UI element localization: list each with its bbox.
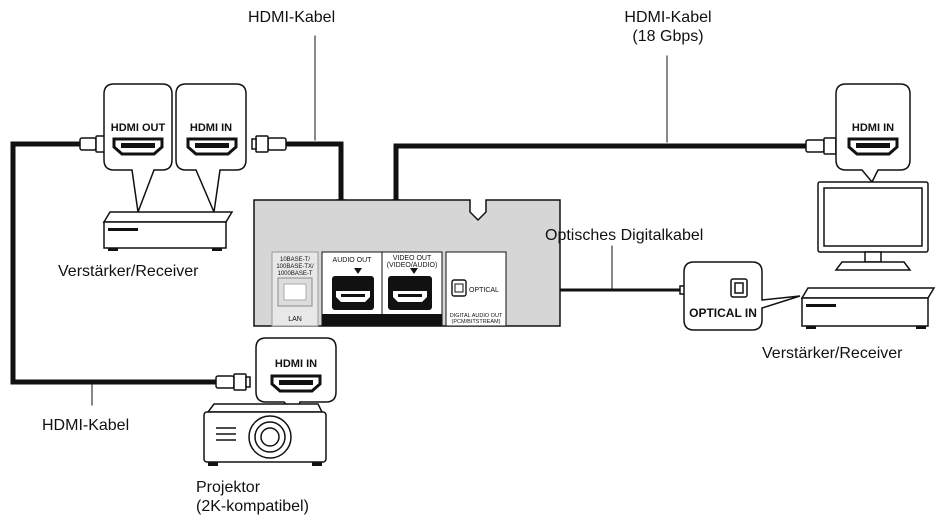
digital-audio-out-label-1: DIGITAL AUDIO OUT xyxy=(450,313,503,319)
label-hdmi-in-projector: HDMI IN xyxy=(275,358,317,370)
hdmi-in-tv-port-icon xyxy=(847,137,899,156)
projector-icon xyxy=(203,403,327,466)
label-projector: Projektor (2K-kompatibel) xyxy=(196,478,309,516)
audio-out-label: AUDIO OUT xyxy=(333,257,373,264)
label-projector-line2: (2K-kompatibel) xyxy=(196,498,309,515)
hdmi-port-icons xyxy=(112,137,899,393)
label-hdmi-in-tv: HDMI IN xyxy=(852,122,894,134)
label-hdmi-cable-top-left: HDMI-Kabel xyxy=(248,9,336,26)
label-receiver-left: Verstärker/Receiver xyxy=(58,263,199,280)
cables xyxy=(10,35,809,406)
hdmi-in-projector-port-icon xyxy=(270,374,322,393)
lan-label: LAN xyxy=(288,316,302,323)
digital-audio-out-label-2: (PCM/BITSTREAM) xyxy=(452,319,501,325)
lan-spec-1: 10BASE-T/ xyxy=(280,257,310,263)
label-optical-in: OPTICAL IN xyxy=(689,306,757,320)
audio-out-port xyxy=(332,276,374,310)
audio-out-arrow-icon xyxy=(354,268,362,274)
video-out-arrow-icon xyxy=(410,268,418,274)
lan-spec-3: 1000BASE-T xyxy=(277,271,312,277)
digital-audio-area xyxy=(445,251,507,327)
label-hdmi-out: HDMI OUT xyxy=(111,122,166,134)
hdmi-plug-projector-in xyxy=(215,373,251,391)
receiver-left xyxy=(102,211,234,251)
label-optical-cable: Optisches Digitalkabel xyxy=(545,227,704,244)
hdmi-logo: HDMI xyxy=(365,315,399,326)
optical-in-port-icon xyxy=(730,278,748,298)
video-out-label-1: VIDEO OUT xyxy=(393,255,432,262)
hdmi-cable-video-out xyxy=(393,143,809,205)
label-hdmi-cable-bottom-left: HDMI-Kabel xyxy=(42,417,130,434)
receiver-right xyxy=(800,287,936,329)
hdmi-cable-audio-out xyxy=(285,141,344,205)
player-rear-panel xyxy=(253,199,561,327)
label-receiver-right: Verstärker/Receiver xyxy=(762,345,903,362)
label-hdmi-cable-top-right: HDMI-Kabel (18 Gbps) xyxy=(606,8,730,46)
lan-spec-2: 100BASE-TX/ xyxy=(276,264,314,270)
hdmi-cable-projector xyxy=(10,141,219,385)
hdmi-plug-tv-in xyxy=(805,137,841,155)
label-hdmi-cable-top-right-line1: HDMI-Kabel xyxy=(624,9,712,26)
label-hdmi-in-receiver: HDMI IN xyxy=(190,122,232,134)
hdmi-out-port-icon xyxy=(112,137,164,156)
hdmi-in-receiver-port-icon xyxy=(186,137,238,156)
tv-icon xyxy=(817,181,929,271)
callout-hdmi-in-tv xyxy=(835,83,911,184)
video-out-port xyxy=(388,276,432,310)
label-hdmi-cable-top-right-line2: (18 Gbps) xyxy=(632,28,704,45)
optical-label: OPTICAL xyxy=(469,287,499,294)
hdmi-plug-receiver-in xyxy=(251,135,287,153)
video-out-label-2: (VIDEO/AUDIO) xyxy=(387,262,438,269)
label-projector-line1: Projektor xyxy=(196,479,261,496)
